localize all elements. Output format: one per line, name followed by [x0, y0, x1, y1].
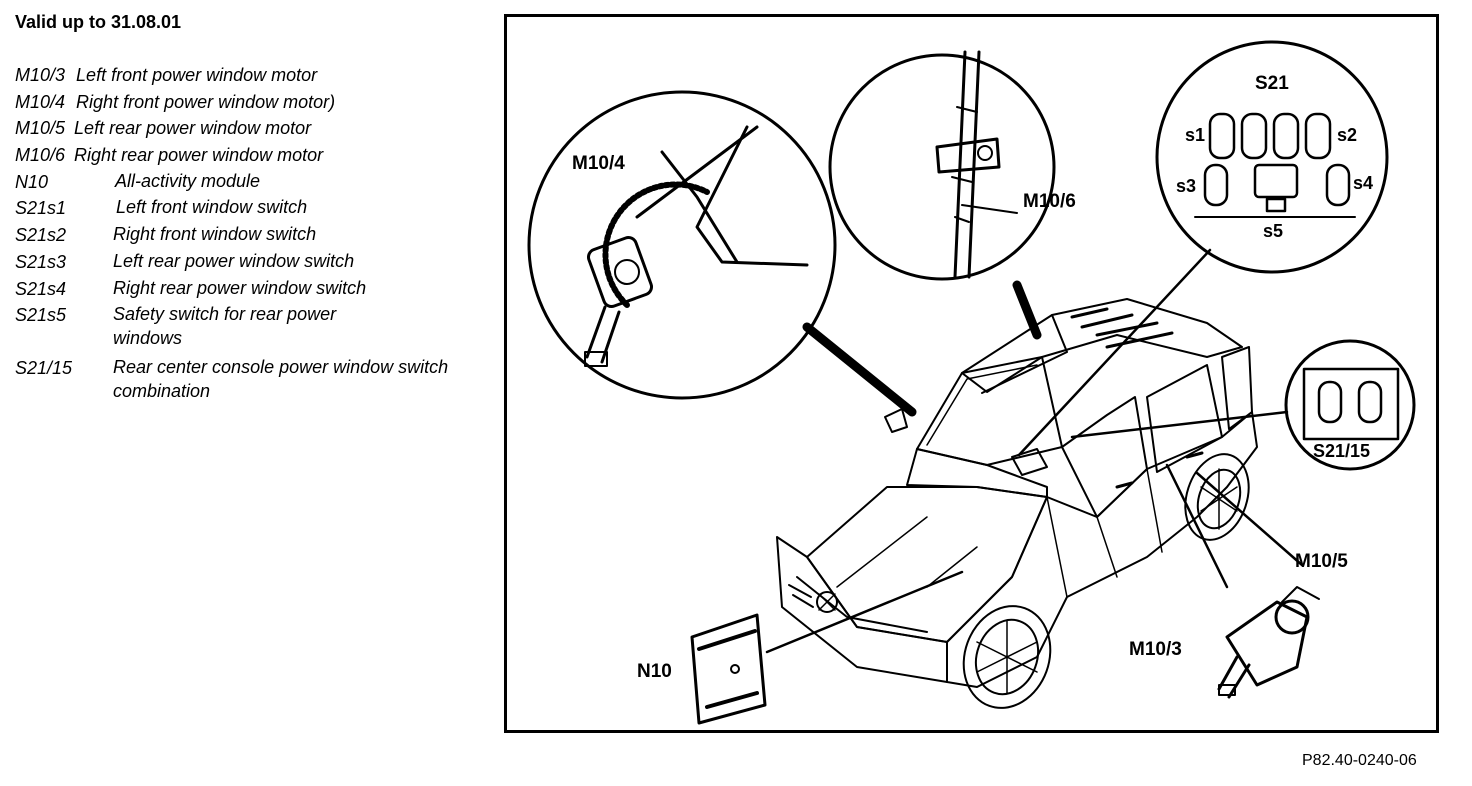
label-m10-5: M10/5: [1295, 551, 1348, 572]
label-s2: s2: [1337, 125, 1357, 145]
legend-code: S21s5: [15, 305, 67, 326]
legend-item: M10/4 Right front power window motor): [15, 89, 485, 116]
label-s4: s4: [1353, 173, 1373, 193]
legend-code: M10/4: [15, 91, 66, 112]
legend-code: S21s1: [15, 198, 67, 219]
legend-desc: Right rear power window motor: [74, 145, 324, 166]
legend-code: S21/15: [15, 358, 73, 379]
detail-m10-6: [828, 50, 1056, 281]
legend-item: M10/5 Left rear power window motor: [15, 115, 485, 142]
legend-desc: Right front power window motor): [76, 91, 336, 112]
label-n10: N10: [637, 661, 672, 682]
detail-s21-15: [1284, 339, 1416, 471]
legend-item: M10/6 Right rear power window motor: [15, 142, 485, 169]
legend-item: M10/3 Left front power window motor: [15, 62, 485, 89]
detail-m10-4: [527, 90, 837, 400]
leader-lines: [765, 248, 1304, 654]
legend-item: S21s3 Left rear power window switch: [15, 249, 485, 276]
figure-reference: P82.40-0240-06: [1302, 752, 1417, 769]
legend-code: S21s2: [15, 225, 67, 246]
legend-code: S21s4: [15, 278, 67, 299]
legend-desc: Rear center console power window switch …: [113, 357, 449, 402]
legend-desc: Left front power window motor: [76, 65, 318, 85]
label-s21-15: S21/15: [1313, 441, 1370, 461]
legend-desc: Left rear power window switch: [113, 250, 355, 271]
legend-desc: Left rear power window motor: [74, 118, 312, 139]
legend-desc: Left front window switch: [116, 197, 308, 218]
label-s5: s5: [1263, 221, 1283, 241]
power-window-diagram: M10/4 M10/6 S21 s1 s2 s3 s4 s5 S21/15 M1…: [527, 40, 1416, 725]
legend-item: S21s2 Right front window switch: [15, 222, 485, 249]
legend-code: M10/3: [15, 65, 66, 85]
legend-desc: Right rear power window switch: [113, 277, 367, 298]
label-s21: S21: [1255, 73, 1289, 94]
legend-item: S21s5 Safety switch for rear power windo…: [15, 302, 485, 355]
legend-desc: Safety switch for rear power windows: [113, 304, 337, 349]
legend-desc: All-activity module: [115, 170, 261, 191]
legend-code: S21s3: [15, 251, 67, 272]
component-legend: M10/3 Left front power window motor M10/…: [15, 62, 485, 408]
label-s3: s3: [1176, 176, 1196, 196]
legend-code: N10: [15, 171, 49, 192]
legend-desc: Right front window switch: [113, 224, 317, 245]
legend-item: S21/15 Rear center console power window …: [15, 355, 485, 408]
label-m10-3: M10/3: [1129, 639, 1182, 660]
label-m10-4: M10/4: [572, 153, 625, 174]
label-m10-6: M10/6: [1023, 191, 1076, 212]
detail-s21: [1155, 40, 1389, 274]
validity-title: Valid up to 31.08.01: [15, 12, 182, 32]
diagram-frame: M10/4 M10/6 S21 s1 s2 s3 s4 s5 S21/15 M1…: [504, 14, 1439, 733]
legend-item: S21s1 Left front window switch: [15, 195, 485, 222]
n10-module: [690, 613, 767, 725]
legend-item: S21s4 Right rear power window switch: [15, 276, 485, 303]
legend-item: N10 All-activity module: [15, 169, 485, 196]
m10-3-motor: [1217, 586, 1320, 699]
legend-code: M10/6: [15, 145, 66, 166]
legend-code: M10/5: [15, 118, 66, 139]
vehicle-illustration: [776, 298, 1258, 709]
label-s1: s1: [1185, 125, 1205, 145]
